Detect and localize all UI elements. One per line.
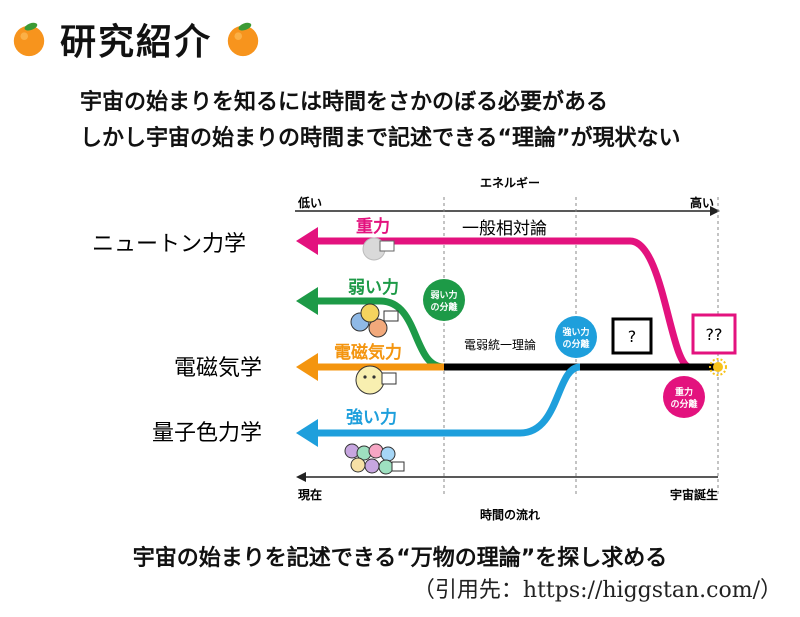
force-electromagnetic-label: 電磁気力 — [334, 342, 402, 363]
gravity-arrowhead — [296, 227, 318, 255]
page-title: 研究紹介 — [60, 22, 213, 63]
svg-text:の分離: の分離 — [430, 301, 457, 313]
sun-icon — [709, 358, 727, 376]
gluon-mascot-icon — [344, 443, 405, 475]
svg-text:重力: 重力 — [675, 386, 693, 398]
theory-electromagnetism: 電磁気学 — [174, 356, 262, 381]
svg-text:の分離: の分離 — [562, 338, 589, 350]
strong-split-badge: 強い力 の分離 — [555, 316, 597, 358]
force-unification-diagram: エネルギー 低い 高い 現在 宇宙誕生 時間の流れ ニュートン力学 電磁気学 量… — [92, 175, 737, 522]
orange-icon — [227, 22, 259, 57]
svg-text:?: ? — [628, 327, 637, 346]
subtitle-line-1: 宇宙の始まりを知るには時間をさかのぼる必要がある — [80, 90, 609, 115]
unknown-box: ? — [611, 317, 653, 355]
time-now-label: 現在 — [298, 487, 322, 502]
subtitle-line-2: しかし宇宙の始まりの時間まで記述できる“理論”が現状ない — [80, 126, 681, 151]
energy-high-label: 高い — [690, 195, 714, 210]
time-axis-arrowhead — [296, 472, 306, 482]
svg-text:強い力: 強い力 — [562, 326, 589, 338]
force-gravity-label: 重力 — [356, 216, 390, 237]
svg-text:弱い力: 弱い力 — [430, 289, 457, 301]
force-strong-label: 強い力 — [346, 407, 397, 428]
strong-arrowhead — [296, 419, 318, 447]
weak-split-badge: 弱い力 の分離 — [423, 279, 465, 321]
theory-qcd: 量子色力学 — [152, 421, 262, 446]
electromagnetic-arrowhead — [296, 353, 318, 381]
citation-text: （引用先：https://higgstan.com/） — [412, 578, 782, 603]
graviton-mascot-icon — [362, 237, 395, 261]
energy-axis-label: エネルギー — [480, 175, 540, 190]
title-row: 研究紹介 — [10, 14, 262, 64]
svg-text:の分離: の分離 — [670, 398, 697, 410]
time-axis-label: 時間の流れ — [480, 507, 540, 522]
theory-newton: ニュートン力学 — [92, 232, 246, 257]
unknown-box-double: ?? — [691, 313, 737, 355]
time-birth-label: 宇宙誕生 — [670, 487, 718, 502]
force-weak-label: 弱い力 — [348, 277, 399, 298]
weak-boson-mascot-icon — [350, 303, 399, 338]
energy-low-label: 低い — [297, 195, 322, 210]
theory-electroweak: 電弱統一理論 — [464, 337, 536, 352]
theory-general-relativity: 一般相対論 — [462, 219, 547, 239]
orange-icon — [13, 22, 45, 57]
gravity-split-badge: 重力 の分離 — [663, 376, 705, 418]
conclusion-text: 宇宙の始まりを記述できる“万物の理論”を探し求める — [132, 546, 668, 571]
photon-mascot-icon — [355, 365, 397, 395]
energy-axis-arrowhead — [710, 206, 720, 216]
weak-arrowhead — [296, 287, 318, 315]
strong-line — [318, 363, 581, 437]
svg-text:??: ?? — [706, 325, 723, 344]
